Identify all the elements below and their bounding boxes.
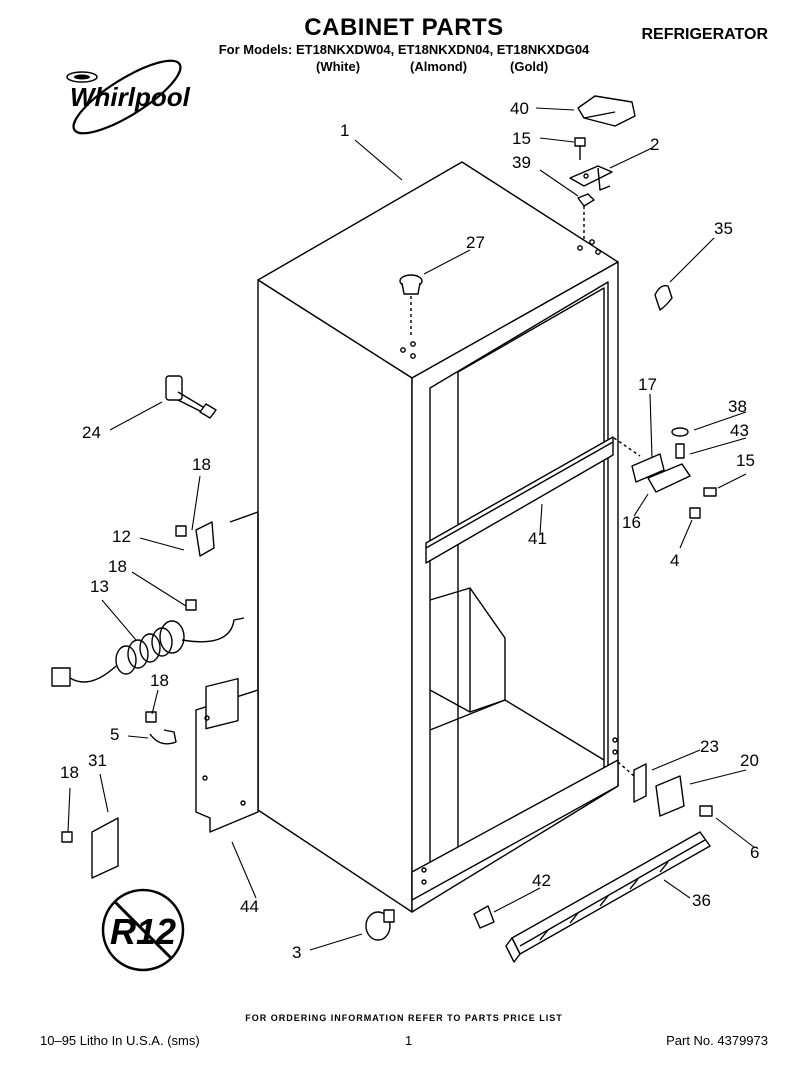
whirlpool-logo: Whirlpool — [66, 59, 191, 135]
part-shim — [577, 193, 595, 240]
callout-1: 1 — [340, 121, 349, 140]
variant-gold: (Gold) — [510, 59, 549, 74]
part-bracket-clip — [175, 521, 215, 557]
callout-16: 16 — [622, 513, 641, 532]
cabinet-body — [257, 161, 619, 913]
callout-18: 18 — [60, 763, 79, 782]
variant-white: (White) — [316, 59, 361, 74]
callout-6: 6 — [750, 843, 759, 862]
part-toe-grille — [505, 831, 711, 963]
callout-numbers: 1234561213151516171818181820232427313536… — [60, 99, 759, 962]
callout-17: 17 — [638, 375, 657, 394]
ordering-note: FOR ORDERING INFORMATION REFER TO PARTS … — [245, 1013, 563, 1023]
callout-24: 24 — [82, 423, 101, 442]
callout-5: 5 — [110, 725, 119, 744]
part-plug-button — [399, 274, 423, 335]
leader-lines — [67, 107, 756, 951]
callout-3: 3 — [292, 943, 301, 962]
callout-18: 18 — [150, 671, 169, 690]
callout-44: 44 — [240, 897, 259, 916]
part-top-hinge — [569, 165, 613, 191]
callout-36: 36 — [692, 891, 711, 910]
callout-39: 39 — [512, 153, 531, 172]
callout-40: 40 — [510, 99, 529, 118]
part-number: Part No. 4379973 — [666, 1033, 768, 1048]
callout-15: 15 — [736, 451, 755, 470]
litho-info: 10–95 Litho In U.S.A. (sms) — [40, 1033, 200, 1048]
callout-15: 15 — [512, 129, 531, 148]
page-title: CABINET PARTS — [304, 14, 504, 41]
section-label: REFRIGERATOR — [641, 26, 768, 43]
callout-38: 38 — [728, 397, 747, 416]
part-bottom-hinge — [617, 761, 713, 817]
callout-43: 43 — [730, 421, 749, 440]
part-leveling-bolt — [165, 375, 217, 419]
brand-wordmark: Whirlpool — [70, 82, 191, 112]
back-panel-bracket — [195, 511, 259, 833]
variant-almond: (Almond) — [410, 59, 468, 74]
r12-badge: R12 — [101, 888, 185, 972]
callout-2: 2 — [650, 135, 659, 154]
part-center-hinge-assembly — [613, 427, 717, 519]
callout-13: 13 — [90, 577, 109, 596]
part-screw-top — [574, 137, 586, 160]
callout-18: 18 — [192, 455, 211, 474]
callout-27: 27 — [466, 233, 485, 252]
callout-4: 4 — [670, 551, 679, 570]
callout-23: 23 — [700, 737, 719, 756]
callout-20: 20 — [740, 751, 759, 770]
callout-12: 12 — [112, 527, 131, 546]
models-line: For Models: ET18NKXDW04, ET18NKXDN04, ET… — [218, 42, 590, 57]
callout-41: 41 — [528, 529, 547, 548]
callout-35: 35 — [714, 219, 733, 238]
part-roller — [365, 909, 395, 941]
part-power-cord — [51, 599, 245, 687]
part-hinge-pin-cover — [654, 285, 673, 311]
part-grille-clip — [473, 905, 495, 929]
part-cord-clamp — [145, 711, 177, 745]
page-number: 1 — [405, 1033, 413, 1048]
callout-31: 31 — [88, 751, 107, 770]
callout-42: 42 — [532, 871, 551, 890]
part-cord-cover — [61, 817, 119, 879]
part-hinge-cover — [577, 95, 636, 127]
callout-18: 18 — [108, 557, 127, 576]
